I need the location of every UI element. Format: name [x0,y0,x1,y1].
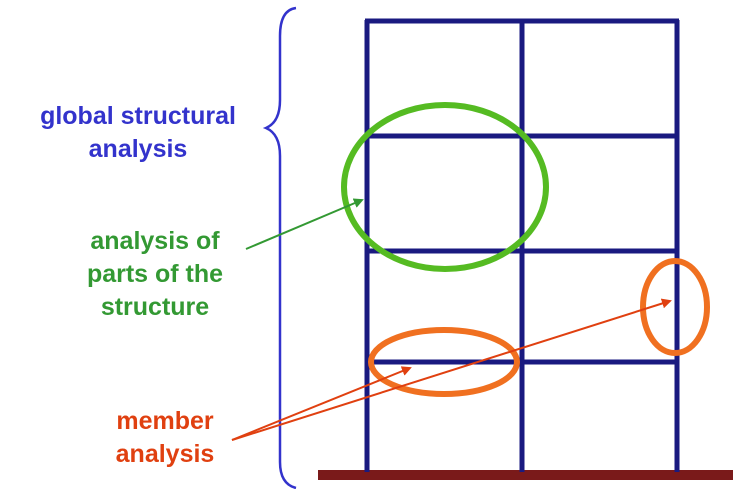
global-analysis-label-line: global structural [40,102,236,130]
global-analysis-label: global structural analysis [8,100,268,166]
global-analysis-label-line: analysis [88,135,188,163]
parts-analysis-ellipse [341,102,549,272]
member-analysis-arrow-beam [231,366,412,441]
global-analysis-brace [262,6,297,489]
frame [364,18,680,472]
parts-analysis-label-line: analysis of [90,227,220,255]
member-analysis-label-line: analysis [115,440,215,468]
member-analysis-label: member analysis [80,405,250,471]
parts-analysis-label-line: structure [100,293,210,321]
parts-analysis-label-line: parts of the [86,260,224,288]
parts-analysis-arrow [245,198,364,250]
parts-analysis-label: analysis of parts of the structure [60,225,250,324]
member-analysis-label-line: member [116,407,214,435]
member-analysis-ellipse-beam [368,327,520,397]
member-analysis-arrow-column [231,298,672,441]
member-analysis-ellipse-column [640,258,710,356]
ground-bar [318,470,733,480]
